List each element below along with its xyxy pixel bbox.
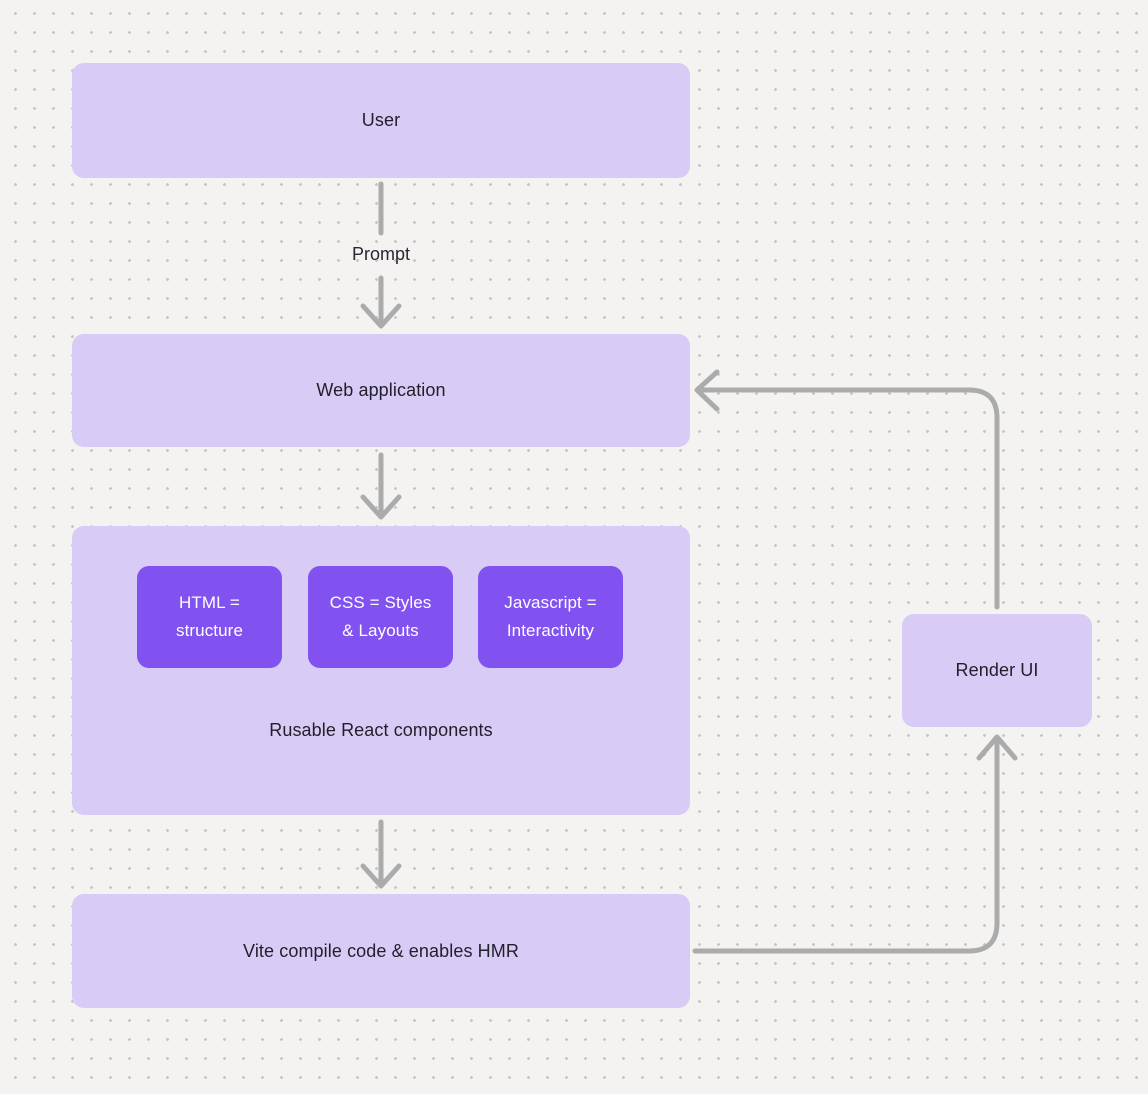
node-web-application: Web application bbox=[72, 334, 690, 447]
edge-label-prompt: Prompt bbox=[351, 244, 411, 264]
chip-html-line1: HTML = bbox=[179, 593, 240, 612]
arrowhead-up-icon bbox=[976, 734, 1018, 761]
arrowhead-down-icon bbox=[360, 303, 402, 329]
node-user: User bbox=[72, 63, 690, 178]
chip-css: CSS = Styles & Layouts bbox=[308, 566, 453, 668]
chip-html-line2: structure bbox=[175, 621, 244, 640]
chip-javascript-line1: Javascript = bbox=[504, 593, 597, 612]
arrowhead-down-icon bbox=[360, 863, 402, 889]
chip-css-line2: & Layouts bbox=[342, 621, 419, 640]
node-vite: Vite compile code & enables HMR bbox=[72, 894, 690, 1008]
node-render-ui: Render UI bbox=[902, 614, 1092, 727]
node-render-ui-label: Render UI bbox=[955, 660, 1039, 680]
connector-vite-to-render bbox=[692, 737, 1000, 954]
chip-css-line1: CSS = Styles bbox=[329, 593, 432, 612]
node-user-label: User bbox=[361, 110, 401, 130]
connector-render-to-webapp bbox=[697, 387, 1000, 610]
chip-javascript: Javascript = Interactivity bbox=[478, 566, 623, 668]
container-react-components: HTML = structure CSS = Styles & Layouts … bbox=[72, 526, 690, 815]
arrowhead-left-icon bbox=[694, 369, 720, 412]
node-web-application-label: Web application bbox=[316, 380, 446, 400]
arrowhead-down-icon bbox=[360, 494, 402, 520]
chip-javascript-line2: Interactivity bbox=[506, 621, 595, 640]
node-vite-label: Vite compile code & enables HMR bbox=[243, 940, 519, 961]
chip-html: HTML = structure bbox=[137, 566, 282, 668]
container-react-components-caption: Rusable React components bbox=[269, 720, 493, 740]
